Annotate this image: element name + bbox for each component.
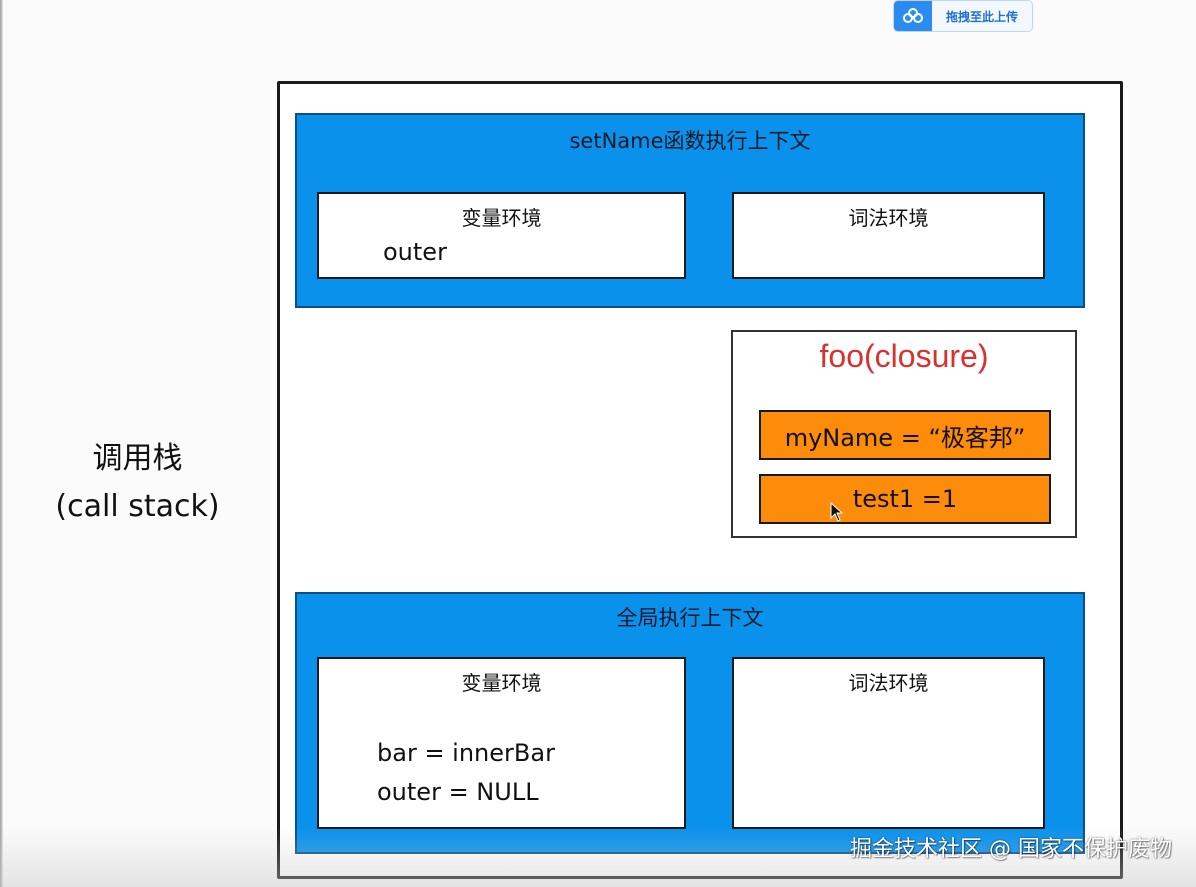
closure-item-test1: test1 =1 — [759, 474, 1051, 524]
global-lexical-env-title: 词法环境 — [848, 671, 929, 695]
closure-title: foo(closure) — [819, 338, 989, 374]
screen-left-edge — [0, 0, 3, 887]
setname-variable-environment: 变量环境 outer — [317, 192, 686, 279]
cloud-icon — [894, 1, 932, 31]
closure-item-myname: myName = “极客邦” — [759, 410, 1051, 460]
setname-variable-env-outer: outer — [383, 238, 447, 266]
setname-lexical-env-title: 词法环境 — [848, 206, 929, 230]
call-stack-label-en: (call stack) — [55, 489, 220, 524]
upload-button-label: 拖拽至此上传 — [945, 9, 1018, 24]
setname-lexical-environment: 词法环境 — [732, 192, 1045, 279]
mouse-cursor-icon — [830, 501, 844, 526]
global-context-title: 全局执行上下文 — [616, 606, 764, 630]
watermark: 掘金技术社区 @ 国家不保护废物 — [850, 837, 1172, 862]
setname-execution-context: setName函数执行上下文 变量环境 outer 词法环境 — [295, 113, 1085, 308]
global-variable-env-outer: outer = NULL — [377, 778, 539, 806]
global-lexical-environment: 词法环境 — [732, 657, 1045, 829]
setname-variable-env-title: 变量环境 — [461, 206, 542, 230]
foo-closure: foo(closure) myName = “极客邦” test1 =1 — [731, 330, 1077, 538]
call-stack-label-cn: 调用栈 — [92, 441, 183, 476]
upload-button[interactable]: 拖拽至此上传 — [893, 0, 1033, 32]
call-stack-label: 调用栈 (call stack) — [30, 435, 245, 531]
global-execution-context: 全局执行上下文 变量环境 bar = innerBar outer = NULL… — [295, 592, 1085, 854]
setname-context-title: setName函数执行上下文 — [569, 129, 811, 153]
global-variable-env-title: 变量环境 — [461, 671, 542, 695]
global-variable-environment: 变量环境 bar = innerBar outer = NULL — [317, 657, 686, 829]
global-variable-env-bar: bar = innerBar — [377, 739, 555, 767]
